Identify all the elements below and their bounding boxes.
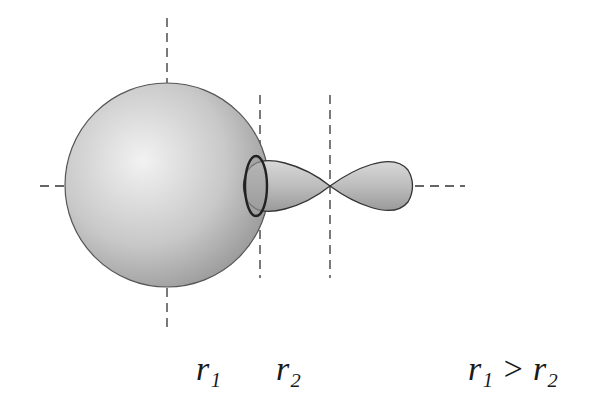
radius-label: r₁ > r₂ xyxy=(468,350,558,387)
overlap-region xyxy=(245,156,267,216)
p-orbital-right-lobe xyxy=(330,162,413,211)
s-orbital-sphere xyxy=(65,83,269,287)
radius-label: r₁ xyxy=(196,350,221,387)
radius-label: r₂ xyxy=(276,350,301,387)
axis-lines xyxy=(40,18,465,332)
